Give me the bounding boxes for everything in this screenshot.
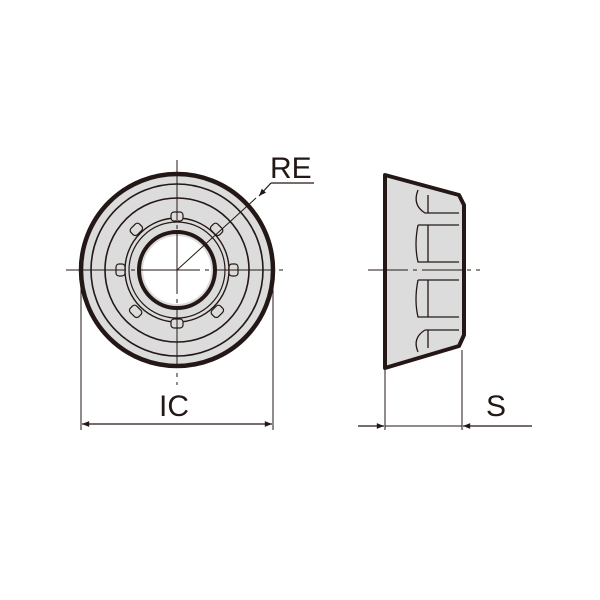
ic-label: IC	[159, 390, 189, 423]
ic-dimension	[80, 285, 274, 430]
re-label: RE	[270, 152, 312, 185]
side-view	[368, 173, 480, 370]
s-label: S	[486, 390, 506, 423]
s-dimension	[358, 350, 532, 430]
front-view	[66, 160, 314, 385]
